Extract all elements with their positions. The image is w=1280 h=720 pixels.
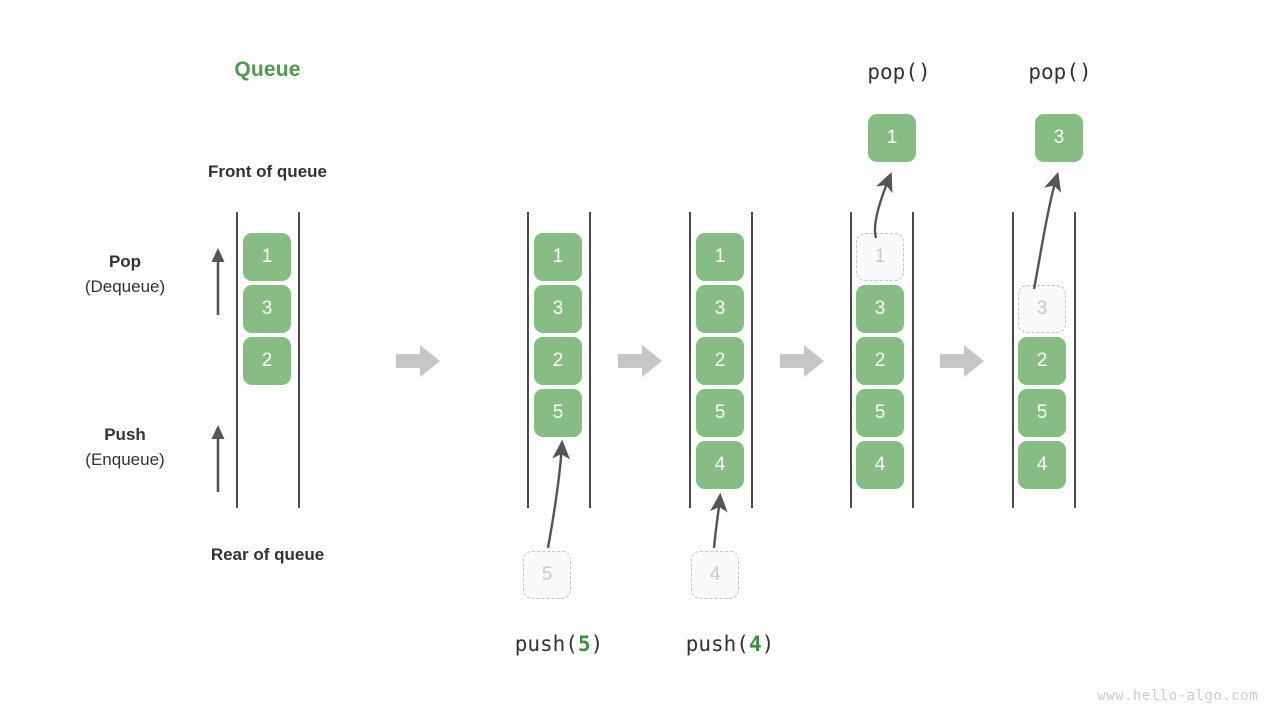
rear-of-queue-label: Rear of queue [210, 545, 325, 564]
push-5-motion-arrow [546, 439, 570, 549]
step-arrow-icon [940, 345, 984, 377]
push-direction-arrow-icon [211, 425, 225, 492]
queue-item: 1 [696, 233, 744, 281]
queue-rail-left-1 [236, 212, 238, 508]
caption-push-4: push(4) [630, 632, 830, 656]
caption-push-4-suffix: ) [761, 632, 775, 656]
queue-item: 3 [243, 285, 291, 333]
step-arrow-icon [396, 345, 440, 377]
incoming-element-ghost: 5 [523, 551, 571, 599]
pop-3-motion-arrow [1032, 171, 1062, 290]
popped-element: 1 [868, 114, 916, 162]
pop-direction-arrow-icon [211, 248, 225, 315]
queue-item: 5 [1018, 389, 1066, 437]
caption-push-4-prefix: push( [685, 632, 749, 656]
step-arrow-icon [618, 345, 662, 377]
queue-rail-left-5 [1012, 212, 1014, 508]
caption-push-5-arg: 5 [577, 632, 591, 656]
queue-rail-left-4 [850, 212, 852, 508]
push-label-sub: (Enqueue) [85, 449, 165, 469]
step-arrow-icon [780, 345, 824, 377]
queue-item: 5 [696, 389, 744, 437]
queue-rail-right-1 [298, 212, 300, 508]
queue-item: 2 [243, 337, 291, 385]
caption-push-4-arg: 4 [748, 632, 762, 656]
front-of-queue-label: Front of queue [208, 162, 327, 181]
queue-item: 5 [856, 389, 904, 437]
pop-dequeue-label: Pop (Dequeue) [30, 250, 220, 299]
queue-item: 1 [243, 233, 291, 281]
caption-pop-1: pop() [867, 60, 931, 84]
queue-rail-right-3 [751, 212, 753, 508]
queue-item: 3 [856, 285, 904, 333]
queue-item: 4 [696, 441, 744, 489]
push-label-main: Push [104, 425, 146, 444]
queue-rail-left-2 [527, 212, 529, 508]
queue-rail-left-3 [689, 212, 691, 508]
caption-push-5-suffix: ) [590, 632, 604, 656]
pop-1-motion-arrow [873, 172, 893, 239]
queue-item-removed-ghost: 3 [1018, 285, 1066, 333]
queue-item: 4 [1018, 441, 1066, 489]
push-4-motion-arrow [710, 492, 728, 549]
incoming-element-ghost: 4 [691, 551, 739, 599]
caption-push-5-prefix: push( [514, 632, 578, 656]
watermark: www.hello-algo.com [1097, 688, 1258, 704]
push-enqueue-label: Push (Enqueue) [30, 423, 220, 472]
queue-item: 4 [856, 441, 904, 489]
page-title: Queue [234, 58, 301, 81]
caption-push-5: push(5) [459, 632, 659, 656]
caption-pop-2: pop() [1028, 60, 1092, 84]
queue-item: 3 [534, 285, 582, 333]
queue-item-removed-ghost: 1 [856, 233, 904, 281]
pop-label-main: Pop [108, 252, 142, 271]
queue-item: 3 [696, 285, 744, 333]
queue-item: 1 [534, 233, 582, 281]
pop-label-sub: (Dequeue) [84, 276, 166, 296]
queue-rail-right-5 [1074, 212, 1076, 508]
queue-item: 5 [534, 389, 582, 437]
popped-element: 3 [1035, 114, 1083, 162]
queue-item: 2 [696, 337, 744, 385]
queue-item: 2 [856, 337, 904, 385]
queue-item: 2 [1018, 337, 1066, 385]
queue-rail-right-4 [912, 212, 914, 508]
queue-rail-right-2 [589, 212, 591, 508]
queue-item: 2 [534, 337, 582, 385]
